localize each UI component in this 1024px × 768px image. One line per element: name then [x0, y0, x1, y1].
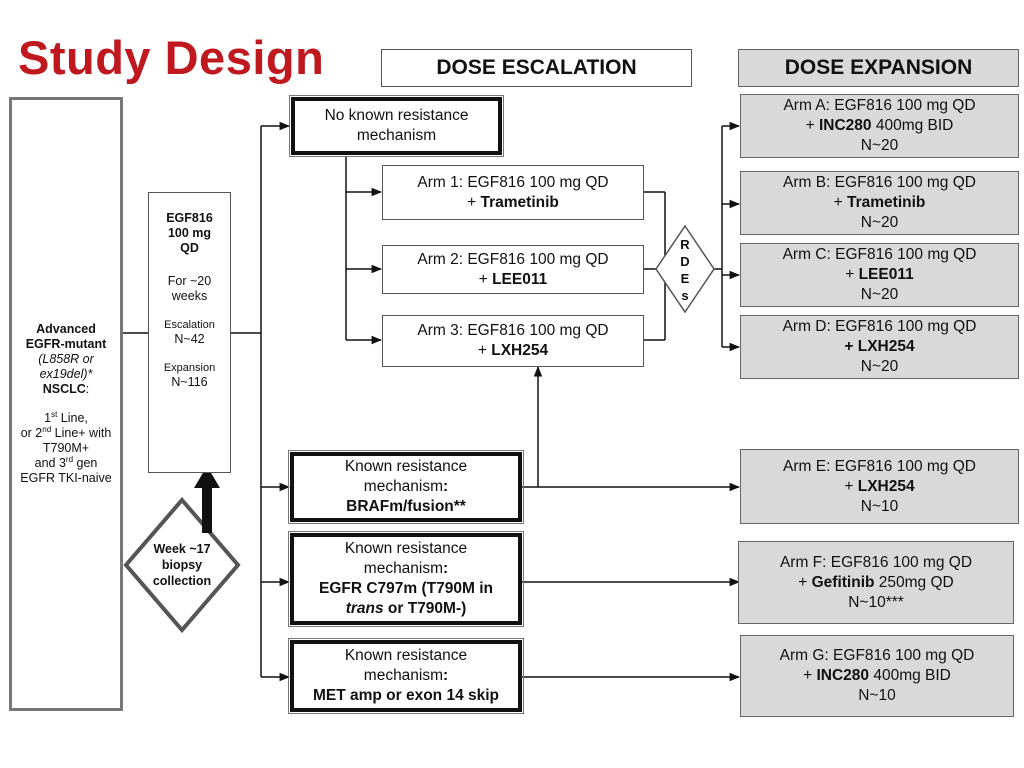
no-resistance-line1: No known resistance: [324, 107, 469, 124]
arm-n: N~20: [860, 286, 899, 303]
population-second-line: or 2nd Line+ with: [20, 424, 112, 440]
escalation-arm-3: Arm 3: EGF816 100 mg QD + LXH254: [382, 315, 644, 367]
arm-label: Arm G: EGF816 100 mg QD: [779, 647, 975, 664]
arm-combo: + Trametinib: [467, 193, 559, 211]
population-tki-naive: EGFR TKI-naive: [20, 471, 112, 485]
arm-combo: + LXH254: [477, 342, 549, 359]
egf-for-weeks-2: weeks: [171, 289, 208, 303]
arm-label: Arm A: EGF816 100 mg QD: [783, 97, 976, 114]
met-line1: Known resistance: [344, 647, 468, 664]
rdes-letter: E: [680, 271, 690, 286]
rdes-label: R D E s: [670, 234, 700, 306]
braf-mechanism: BRAFm/fusion**: [346, 498, 466, 515]
c797-line1: Known resistance: [344, 540, 468, 557]
arm-combo: + Trametinib: [833, 194, 926, 211]
escalation-arm-2: Arm 2: EGF816 100 mg QD + LEE011: [382, 245, 644, 294]
expansion-arm-f: Arm F: EGF816 100 mg QD + Gefitinib 250m…: [738, 541, 1014, 624]
page-title: Study Design: [18, 31, 325, 84]
biopsy-label: Week ~17 biopsy collection: [140, 536, 224, 594]
arm-n: N~10: [858, 687, 896, 704]
c797-mechanism-2: trans or T790M-): [345, 600, 467, 617]
expansion-arm-b: Arm B: EGF816 100 mg QD + Trametinib N~2…: [740, 171, 1019, 235]
braf-line2: mechanism:: [363, 478, 449, 495]
population-mutation-2: ex19del)*: [39, 367, 93, 381]
biopsy-arrow-head: [194, 466, 220, 488]
biopsy-collection: collection: [152, 574, 212, 588]
population-nsclc: NSCLC:: [42, 382, 90, 396]
c797-mechanism: EGFR C797m (T790M in: [319, 580, 493, 597]
rdes-letter: R: [680, 237, 690, 252]
dose-expansion-header: DOSE EXPANSION: [738, 49, 1019, 87]
arm-label: Arm F: EGF816 100 mg QD: [779, 553, 973, 571]
population-advanced: Advanced: [36, 322, 96, 336]
rdes-letter: D: [680, 254, 690, 269]
no-resistance-line2: mechanism: [356, 127, 437, 144]
c797-line2: mechanism:: [363, 560, 449, 577]
arm-combo: + LEE011: [845, 266, 914, 283]
braf-line1: Known resistance: [344, 458, 468, 475]
population-first-line: 1st Line,: [44, 409, 88, 425]
egf-escalation-label: Escalation: [164, 319, 215, 331]
egf-dose: 100 mg: [167, 226, 212, 240]
escalation-arm-1: Arm 1: EGF816 100 mg QD + Trametinib: [382, 165, 644, 220]
arm-combo: + Gefitinib 250mg QD: [798, 573, 954, 591]
arm-label: Arm 1: EGF816 100 mg QD: [417, 173, 609, 191]
rdes-letter: s: [681, 288, 689, 303]
egf-expansion-label: Expansion: [163, 362, 216, 374]
arm-label: Arm B: EGF816 100 mg QD: [783, 174, 976, 191]
egf-freq: QD: [180, 241, 199, 255]
rdes-diamond: [655, 224, 715, 314]
egf816-box: EGF816 100 mg QD For ~20 weeks Escalatio…: [148, 192, 231, 473]
met-resistance-box: Known resistance mechanism: MET amp or e…: [288, 638, 524, 714]
population-t790m: T790M+: [42, 441, 90, 455]
population-egfr-mutant: EGFR-mutant: [25, 337, 107, 351]
arm-n: N~20: [860, 214, 899, 231]
arm-combo: + INC280 400mg BID: [805, 117, 954, 134]
arm-label: Arm 3: EGF816 100 mg QD: [417, 322, 609, 339]
arm-label: Arm C: EGF816 100 mg QD: [782, 246, 977, 263]
arm-n: N~10: [860, 497, 899, 515]
arm-n: N~20: [860, 137, 899, 154]
arm-combo: + LXH254: [844, 338, 915, 355]
expansion-arm-g: Arm G: EGF816 100 mg QD + INC280 400mg B…: [740, 635, 1014, 717]
egf-drug: EGF816: [166, 211, 213, 225]
population-box: Advanced EGFR-mutant (L858R or ex19del)*…: [9, 97, 123, 711]
egf-escalation-n: N~42: [174, 332, 205, 346]
population-third-gen: and 3rd gen: [34, 454, 98, 470]
c797-resistance-box: Known resistance mechanism: EGFR C797m (…: [288, 531, 524, 627]
arm-label: Arm E: EGF816 100 mg QD: [783, 457, 976, 475]
braf-resistance-box: Known resistance mechanism: BRAFm/fusion…: [288, 450, 524, 524]
met-mechanism: MET amp or exon 14 skip: [312, 687, 500, 704]
expansion-arm-c: Arm C: EGF816 100 mg QD + LEE011 N~20: [740, 243, 1019, 307]
egf-expansion-n: N~116: [171, 375, 208, 389]
arm-combo: + LEE011: [478, 270, 548, 288]
arm-label: Arm D: EGF816 100 mg QD: [782, 318, 977, 335]
arm-combo: + INC280 400mg BID: [803, 667, 951, 684]
biopsy-word: biopsy: [161, 558, 203, 572]
biopsy-arrow-shaft: [202, 485, 212, 533]
met-line2: mechanism:: [363, 667, 449, 684]
arm-label: Arm 2: EGF816 100 mg QD: [417, 250, 609, 268]
expansion-arm-d: Arm D: EGF816 100 mg QD + LXH254 N~20: [740, 315, 1019, 379]
arm-n: N~20: [860, 358, 899, 375]
arm-combo: + LXH254: [844, 477, 915, 495]
population-mutation-1: (L858R or: [38, 352, 94, 366]
egf-for-weeks-1: For ~20: [167, 274, 212, 288]
arm-n: N~10***: [848, 593, 904, 611]
expansion-arm-e: Arm E: EGF816 100 mg QD + LXH254 N~10: [740, 449, 1019, 524]
dose-escalation-header: DOSE ESCALATION: [381, 49, 692, 87]
no-known-resistance-box: No known resistance mechanism: [289, 95, 504, 157]
expansion-arm-a: Arm A: EGF816 100 mg QD + INC280 400mg B…: [740, 94, 1019, 158]
biopsy-week: Week ~17: [153, 542, 211, 556]
